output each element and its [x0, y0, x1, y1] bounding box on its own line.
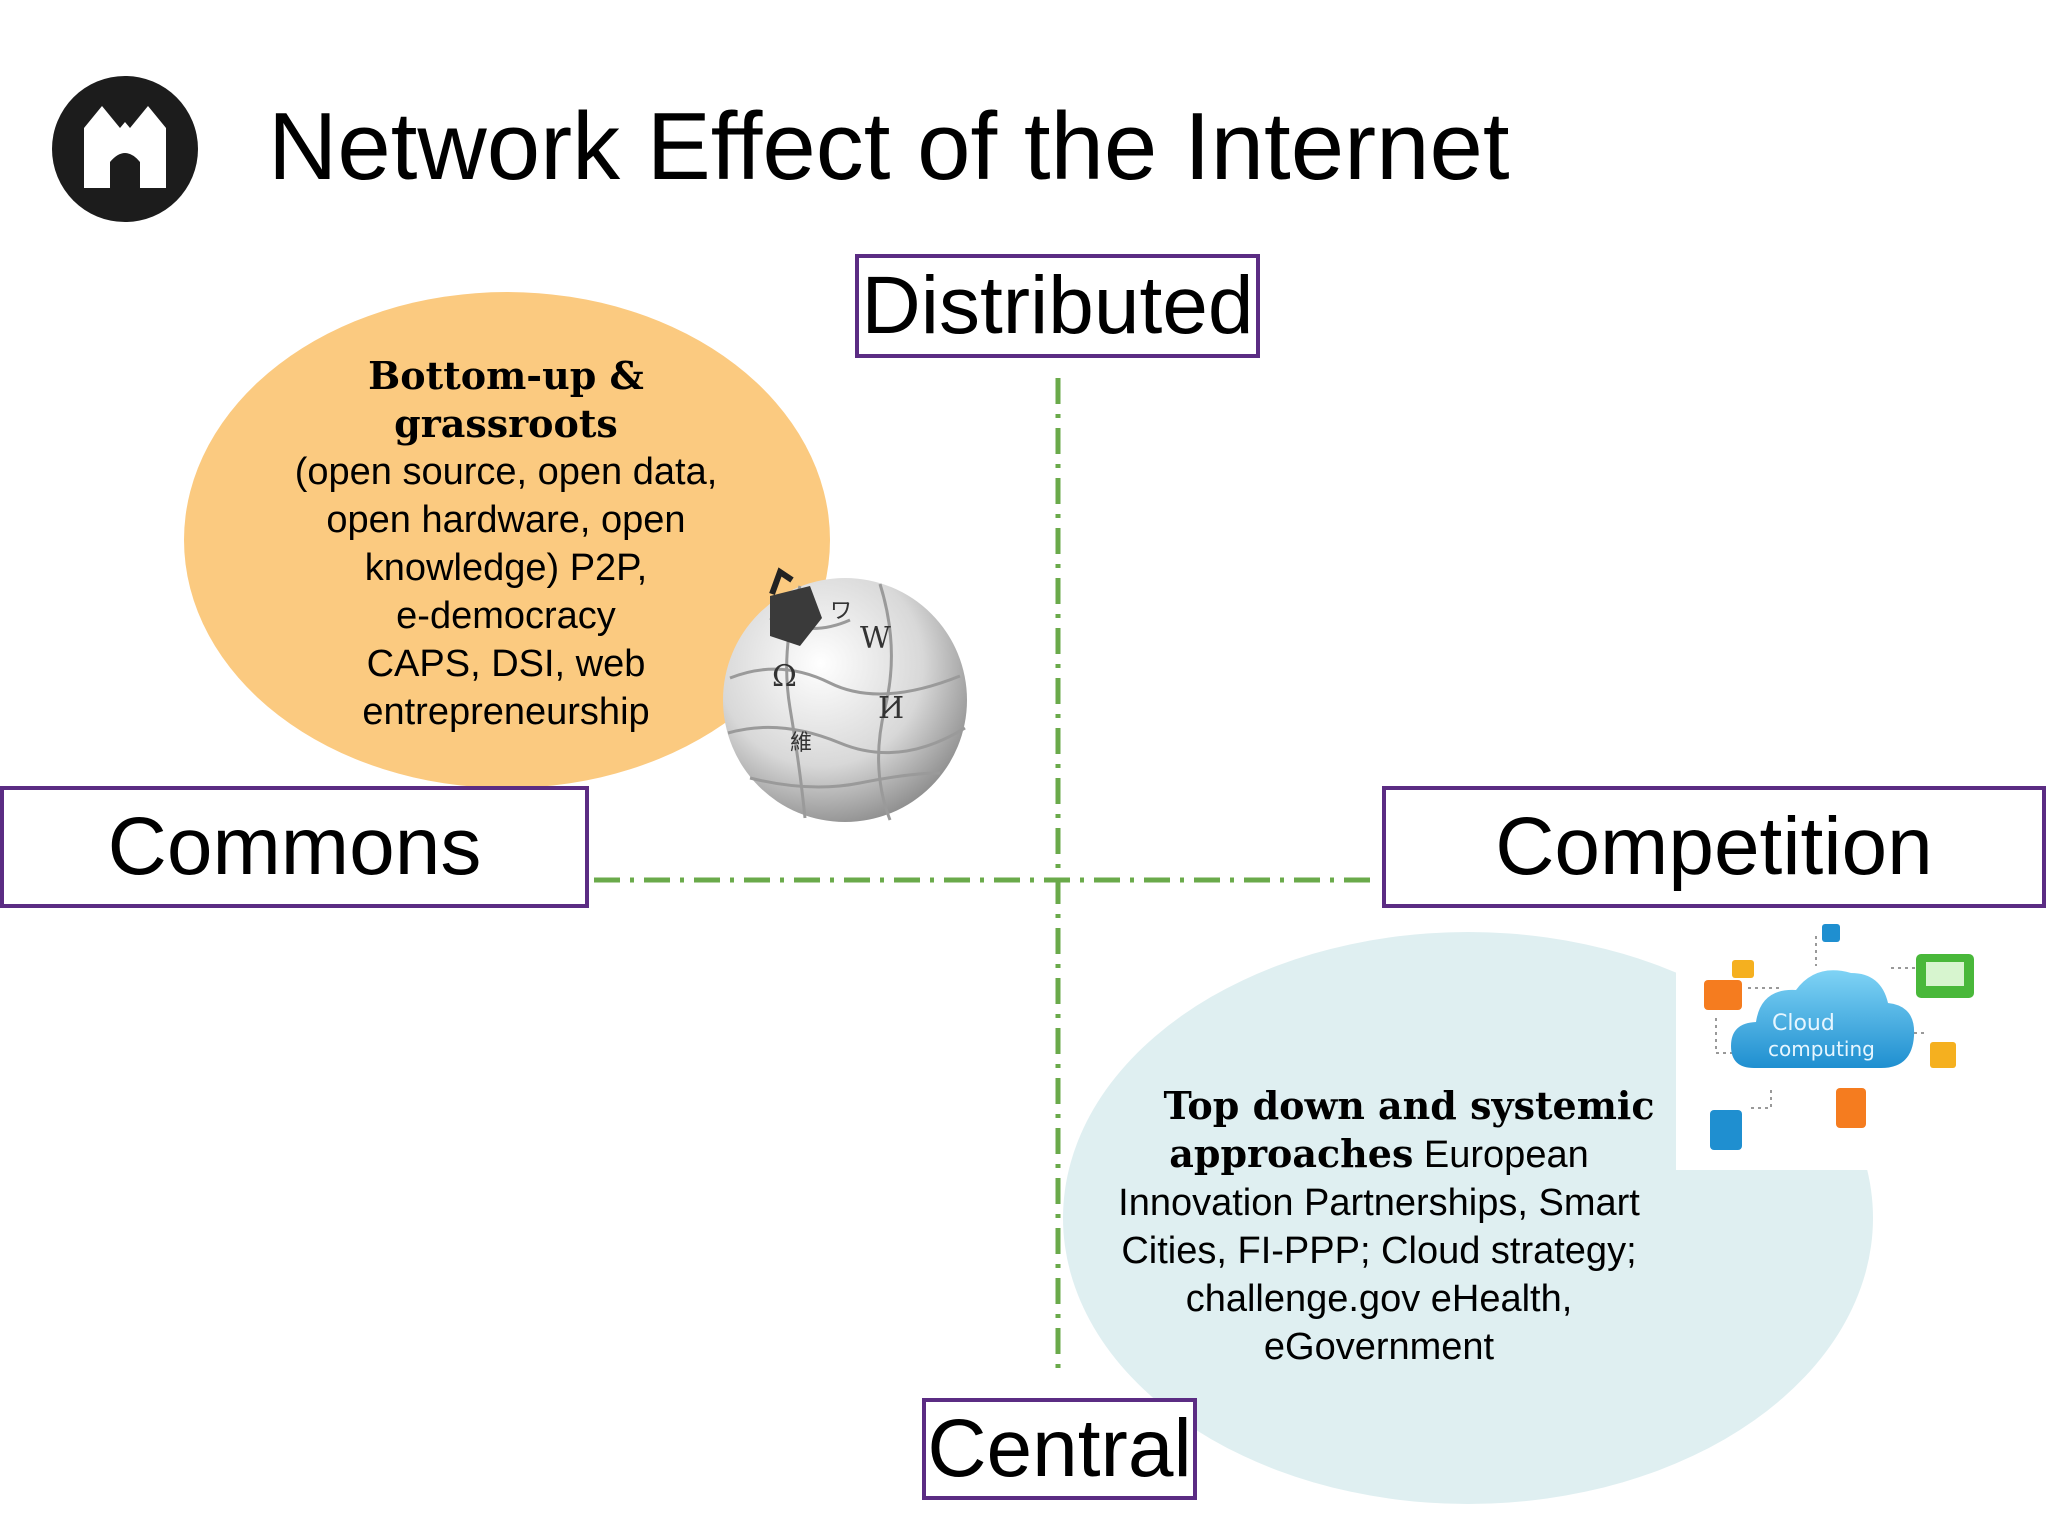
cloud-label-line2: computing	[1768, 1037, 1875, 1061]
svg-text:И: И	[878, 691, 904, 726]
svg-text:維: 維	[790, 731, 812, 756]
bottom-up-heading-line2: grassroots	[394, 401, 618, 446]
top-down-line: Cities, FI-PPP; Cloud strategy;	[1121, 1230, 1637, 1272]
bottom-up-bubble	[184, 292, 830, 788]
axis-label-commons: Commons	[0, 786, 589, 908]
svg-text:Ω: Ω	[772, 659, 797, 694]
top-down-line: Innovation Partnerships, Smart	[1118, 1182, 1640, 1224]
cloud-computing-icon: Cloud computing	[1676, 918, 2006, 1170]
top-down-text: Top down and systemic approaches Europea…	[1092, 1082, 1666, 1371]
bottom-up-line: entrepreneurship	[362, 691, 650, 733]
top-down-heading-line2: approaches	[1169, 1131, 1414, 1176]
top-down-line: eGovernment	[1263, 1326, 1495, 1368]
top-down-line: European	[1413, 1134, 1589, 1176]
bottom-up-line: open hardware, open	[326, 499, 686, 541]
bottom-up-text: Bottom-up & grassroots (open source, ope…	[260, 352, 752, 736]
cloud-label-line1: Cloud	[1772, 1011, 1835, 1036]
bottom-up-line: CAPS, DSI, web	[366, 643, 646, 685]
top-down-line: challenge.gov eHealth,	[1185, 1278, 1573, 1320]
svg-text:W: W	[860, 621, 891, 656]
wikipedia-globe-icon: W Ω И 維 ワ	[723, 567, 967, 822]
top-down-heading-line1: Top down and systemic	[1163, 1083, 1655, 1128]
axis-label-central: Central	[922, 1398, 1197, 1500]
bottom-up-heading-line1: Bottom-up &	[368, 353, 644, 398]
slide-title: Network Effect of the Internet	[268, 93, 1510, 200]
svg-text:ワ: ワ	[830, 599, 852, 624]
castle-gate-icon	[52, 76, 198, 222]
axis-label-competition: Competition	[1382, 786, 2046, 908]
bottom-up-line: (open source, open data,	[294, 451, 718, 493]
axis-label-distributed: Distributed	[855, 254, 1260, 358]
bottom-up-line: knowledge) P2P,	[364, 547, 648, 589]
bottom-up-line: e-democracy	[396, 595, 616, 637]
